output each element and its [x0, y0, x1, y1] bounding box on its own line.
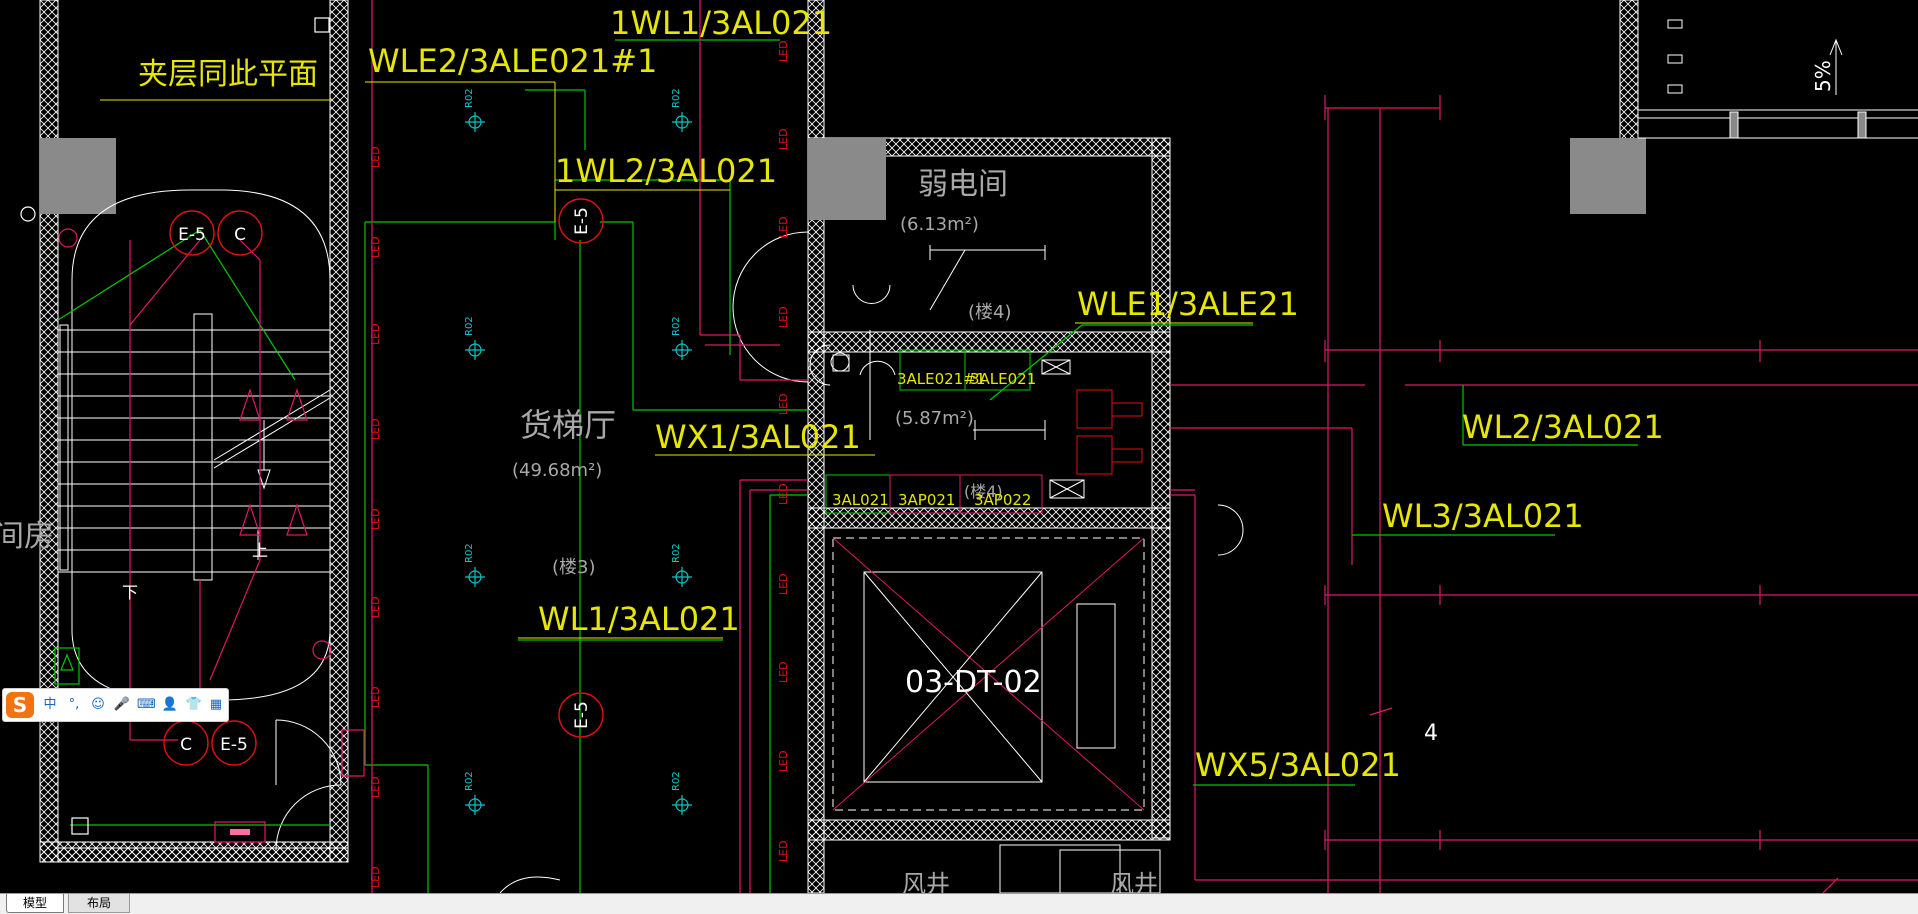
exit-e5b-label: E-5 [220, 735, 248, 755]
exit-sign-labels: E-5 C C E-5 E-5 E-5 [178, 207, 592, 755]
top-right-structure [1638, 19, 1918, 139]
stair4-label: (楼4) [968, 302, 1012, 323]
wl2-mid-label: 1WL2/3AL021 [555, 152, 777, 190]
box-ale-label: 3ALE021#1 [897, 370, 985, 388]
r02-label: R02 [671, 88, 682, 108]
r02-label: R02 [464, 316, 475, 336]
fixture-labels: R02 R02 R02 R02 R02 R02 R02 R02 [464, 88, 682, 791]
led-label: LED [777, 661, 790, 683]
weak-room-area-label: (6.13m²) [900, 214, 979, 235]
panel-ap1-label: 3AP021 [898, 491, 955, 509]
r02-label: R02 [671, 543, 682, 563]
tab-layout[interactable]: 布局 [68, 894, 130, 913]
wl1-label: WL1/3AL021 [538, 600, 740, 638]
punctuation-button[interactable]: °, [68, 697, 80, 712]
ime-toolbar[interactable]: S 中 °, ☺ 🎤 ⌨ 👤 👕 ▦ [2, 688, 229, 722]
door-swings [275, 231, 1244, 893]
exit-e5-v1-label: E-5 [572, 207, 592, 235]
freight-hall-area-label: (49.68m²) [512, 460, 602, 481]
led-label: LED [369, 866, 382, 888]
exit-c-a-label: C [234, 225, 246, 245]
weak-room-label: 弱电间 [918, 167, 1008, 202]
led-labels: LED LED LED LED LED LED LED LED LED LED … [369, 40, 790, 888]
stair-left [58, 189, 331, 701]
weak-current-room [809, 245, 1046, 440]
emoji-icon[interactable]: ☺ [91, 697, 105, 712]
slope-label: 5% [1811, 60, 1835, 92]
microphone-icon[interactable]: 🎤 [113, 697, 131, 712]
wind-well2-label: 风井 [1110, 870, 1158, 893]
led-label: LED [777, 216, 790, 238]
panel-ap2-label: 3AP022 [974, 491, 1031, 509]
stair-down-label: 下 [122, 583, 138, 602]
wiring-magenta [129, 0, 1195, 893]
exit-sign-symbols [163, 198, 604, 766]
led-label: LED [369, 236, 382, 258]
exit-e5-v2-label: E-5 [572, 701, 592, 729]
freight-hall-label: 货梯厅 [520, 406, 616, 444]
led-label: LED [369, 596, 382, 618]
cable-tray-right [1170, 95, 1918, 893]
stair-up-label: 上 [252, 541, 268, 560]
wx5-label: WX5/3AL021 [1195, 746, 1401, 784]
r02-label: R02 [464, 543, 475, 563]
panel-al-label: 3AL021 [832, 491, 889, 509]
wiring-green [57, 39, 1638, 893]
floor-plan-drawing[interactable]: R02 R02 R02 R02 R02 R02 R02 R02 LED LED … [0, 0, 1918, 893]
r02-label: R02 [671, 316, 682, 336]
mezzanine-note-label: 夹层同此平面 [138, 57, 318, 92]
wle1-label: WLE1/3ALE21 [1077, 285, 1299, 323]
led-label: LED [777, 483, 790, 505]
toolbox-icon[interactable]: ▦ [209, 697, 223, 712]
wl2-right-label: WL2/3AL021 [1462, 408, 1664, 446]
led-label: LED [369, 418, 382, 440]
misc-symbols [20, 17, 365, 843]
user-icon[interactable]: 👤 [161, 697, 179, 712]
led-label: LED [777, 40, 790, 62]
keyboard-icon[interactable]: ⌨ [137, 697, 156, 712]
wl3-label: WL3/3AL021 [1382, 497, 1584, 535]
led-label: LED [369, 146, 382, 168]
led-label: LED [777, 573, 790, 595]
led-label: LED [777, 750, 790, 772]
skin-icon[interactable]: 👕 [185, 697, 203, 712]
axis4-label: 4 [1424, 721, 1438, 746]
led-label: LED [777, 128, 790, 150]
r02-label: R02 [464, 88, 475, 108]
wind-well1-label: 风井 [902, 870, 950, 893]
chinese-mode-button[interactable]: 中 [43, 697, 57, 712]
stair3-label: (楼3) [552, 557, 596, 578]
exit-e5a-label: E-5 [178, 225, 206, 245]
small-room-area-label: (5.87m²) [895, 408, 974, 429]
tab-model[interactable]: 模型 [6, 894, 64, 913]
layout-tab-bar: 模型 布局 [0, 893, 1918, 914]
sogou-logo-icon[interactable]: S [6, 692, 34, 718]
ceiling-light-fixtures [465, 112, 692, 815]
led-label: LED [777, 306, 790, 328]
wle2-label: WLE2/3ALE021#1 [368, 42, 657, 80]
wl1-top-label: 1WL1/3AL021 [610, 4, 832, 42]
annotation-text: 夹层同此平面 WLE2/3ALE021#1 1WL1/3AL021 1WL2/3… [0, 4, 1835, 893]
led-label: LED [369, 323, 382, 345]
r02-label: R02 [464, 771, 475, 791]
led-label: LED [369, 508, 382, 530]
left-room-label: 间房 [0, 519, 54, 554]
exit-c-b-label: C [180, 735, 192, 755]
structural-columns [40, 138, 1646, 220]
led-label: LED [369, 686, 382, 708]
wx1-label: WX1/3AL021 [655, 418, 861, 456]
box-ale2-label: 3ALE021 [970, 370, 1036, 388]
led-label: LED [777, 393, 790, 415]
elevator-id-label: 03-DT-02 [905, 665, 1042, 700]
cad-drawing-canvas[interactable]: R02 R02 R02 R02 R02 R02 R02 R02 LED LED … [0, 0, 1918, 893]
distribution-panels [825, 349, 1143, 514]
stair4b-label: (楼4) [964, 482, 1003, 501]
elevator-shaft [832, 537, 1145, 811]
led-label: LED [777, 840, 790, 862]
r02-label: R02 [671, 771, 682, 791]
led-label: LED [369, 776, 382, 798]
